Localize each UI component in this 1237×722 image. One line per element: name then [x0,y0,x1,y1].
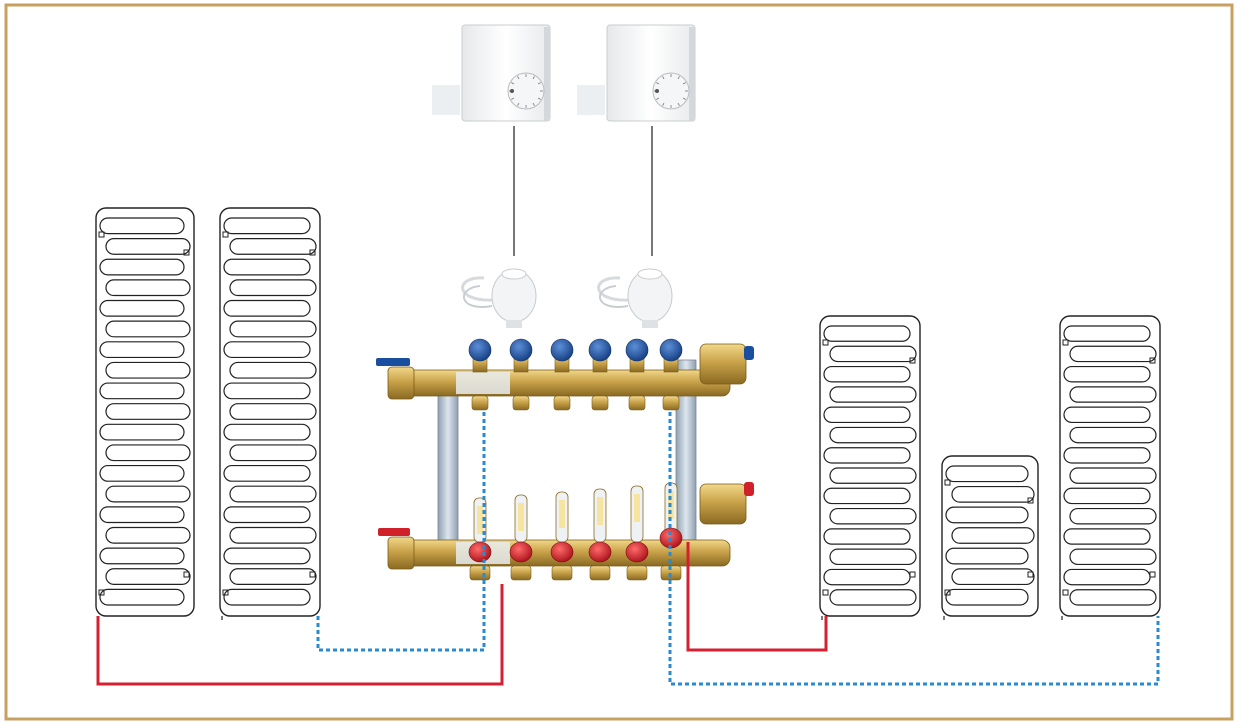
room-thermostat-icon [432,24,551,122]
supply-ball-valve-icon [378,528,410,536]
drain-fitting-icon [699,483,747,525]
return-valve-cap-icon [659,338,683,411]
floor-loop-right-loop-3 [1059,315,1161,620]
room-thermostat-icon [577,24,696,122]
flow-meter-icon [625,485,649,581]
return-valve-cap-icon [509,338,533,411]
supply-pipe-left [96,584,504,686]
thermal-actuator-icon [461,268,537,328]
flow-meter-icon [468,497,492,581]
floor-loop-left-loop-1 [95,207,195,620]
brass-manifold-icon [376,338,754,581]
floor-loop-right-loop-1 [819,315,921,620]
flow-meter-icon [588,488,612,581]
supply-pipe-right [686,542,828,652]
return-pipe-left [316,412,486,652]
flow-meter-icon [550,491,574,581]
thermal-actuator-icon [597,268,673,328]
return-valve-cap-icon [550,338,574,411]
return-valve-cap-icon [588,338,612,411]
return-ball-valve-icon [376,358,410,366]
floor-loop-right-loop-2 [941,455,1039,620]
air-vent-fitting-icon [699,343,747,385]
return-valve-cap-icon [625,338,649,411]
flow-meter-icon [509,494,533,581]
floor-loop-left-loop-2 [219,207,321,620]
return-valve-cap-icon [468,338,492,411]
return-pipe-right [668,412,1160,686]
return-manifold-bar [387,366,731,400]
actuator-wires [513,126,653,256]
